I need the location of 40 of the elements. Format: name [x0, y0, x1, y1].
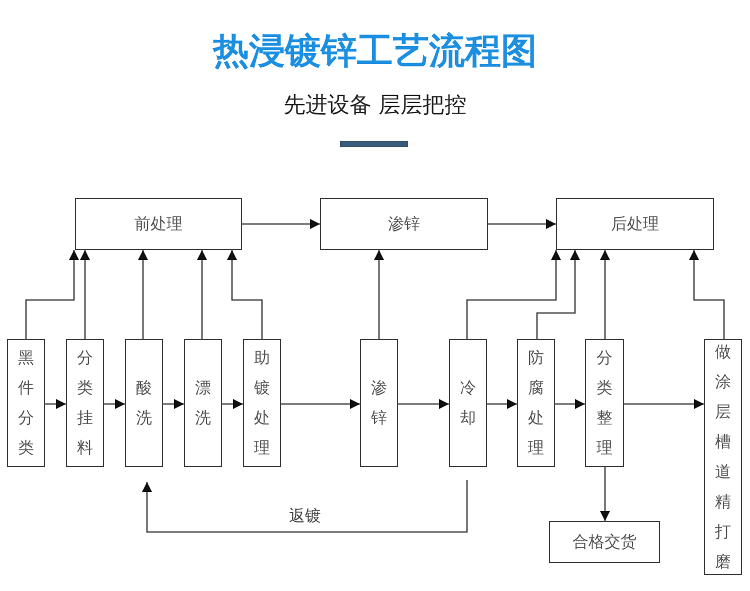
- edge-label: 返镀: [288, 505, 322, 527]
- arrow: [689, 250, 725, 339]
- arrow: [488, 219, 556, 229]
- arrow: [398, 399, 449, 409]
- arrow: [104, 399, 125, 409]
- arrow: [624, 399, 704, 409]
- arrow: [555, 399, 585, 409]
- arrow: [374, 250, 384, 339]
- subtitle: 先进设备 层层把控: [282, 93, 468, 120]
- process-box: 做涂层槽道精打磨: [704, 339, 742, 575]
- arrow: [197, 250, 207, 339]
- arrow: [466, 250, 561, 339]
- arrow: [80, 250, 90, 339]
- process-box: 分类整理: [585, 339, 624, 467]
- process-box: 黑件分类: [7, 339, 45, 467]
- process-box: 酸洗: [125, 339, 163, 467]
- arrow: [25, 250, 79, 339]
- arrow: [487, 399, 517, 409]
- arrow: [222, 399, 243, 409]
- arrow: [536, 250, 580, 339]
- arrow: [227, 250, 263, 339]
- arrow: [281, 399, 360, 409]
- arrow: [600, 250, 610, 339]
- arrow: [600, 467, 610, 521]
- process-box: 合格交货: [549, 521, 660, 563]
- process-box: 分类挂料: [66, 339, 104, 467]
- process-box: 渗锌: [320, 198, 488, 250]
- arrow: [242, 219, 320, 229]
- arrow: [142, 480, 468, 533]
- process-box: 后处理: [556, 198, 714, 250]
- arrow: [138, 250, 148, 339]
- arrow: [163, 399, 184, 409]
- process-box: 冷却: [449, 339, 487, 467]
- process-box: 渗锌: [360, 339, 398, 467]
- process-box: 前处理: [75, 198, 242, 250]
- process-box: 漂洗: [184, 339, 222, 467]
- process-box: 防腐处理: [517, 339, 555, 467]
- arrow: [45, 399, 66, 409]
- title: 热浸镀锌工艺流程图: [212, 30, 538, 74]
- process-box: 助镀处理: [243, 339, 281, 467]
